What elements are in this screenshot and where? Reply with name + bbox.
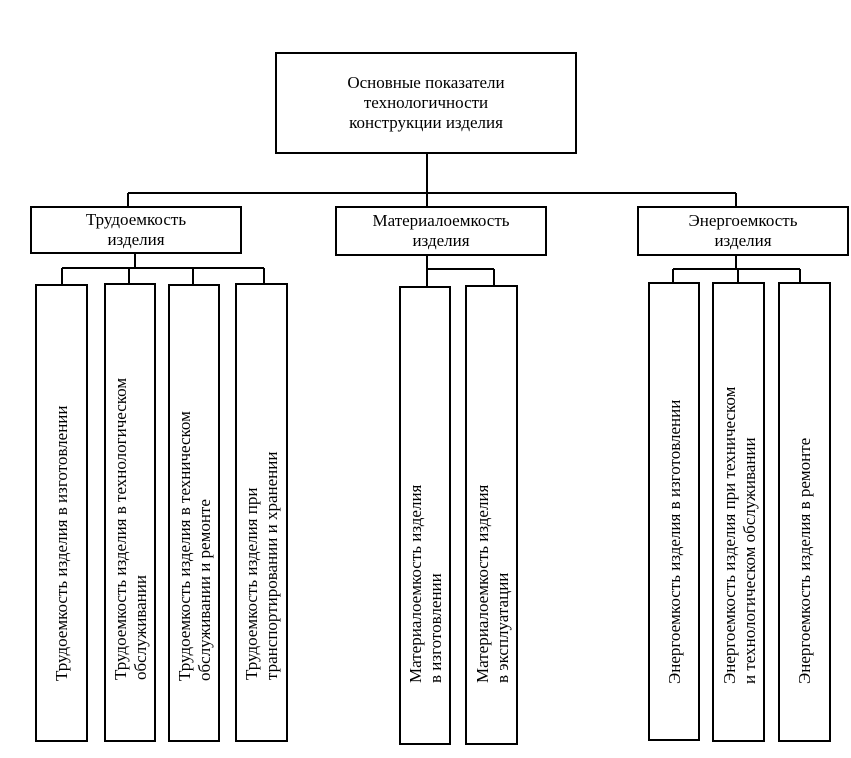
root-line: конструкции изделия: [349, 113, 503, 132]
item-line: в эксплуатации: [493, 572, 512, 683]
root-line: Основные показатели: [347, 73, 505, 92]
item-energy-repair: Энергоемкость изделия в ремонте: [778, 282, 831, 742]
item-energy-manufacturing: Энергоемкость изделия в изготовлении: [648, 282, 700, 741]
item-line: и технологическом обслуживании: [740, 437, 759, 684]
item-line: транспортировании и хранении: [262, 451, 281, 680]
item-line: обслуживании и ремонте: [195, 499, 214, 681]
root-line: технологичности: [363, 93, 489, 112]
item-line: Материалоемкость изделия: [406, 484, 425, 683]
category-line: Трудоемкость: [85, 210, 187, 229]
item-material-operation: Материалоемкость изделия в эксплуатации: [465, 285, 518, 745]
item-material-manufacturing: Материалоемкость изделия в изготовлении: [399, 286, 451, 745]
item-line: Трудоемкость изделия в технологическом: [111, 377, 130, 680]
item-labor-manufacturing: Трудоемкость изделия в изготовлении: [35, 284, 88, 742]
category-line: Энергоемкость: [688, 211, 798, 230]
category-material-intensity: Материалоемкость изделия: [335, 206, 547, 256]
item-line: Энергоемкость изделия при техническом: [720, 386, 739, 684]
item-line: Материалоемкость изделия: [473, 484, 492, 683]
item-line: Трудоемкость изделия в техническом: [175, 411, 194, 681]
item-labor-technological-service: Трудоемкость изделия в технологическом о…: [104, 283, 156, 742]
item-energy-maintenance-service: Энергоемкость изделия при техническом и …: [712, 282, 765, 742]
item-line: обслуживании: [131, 575, 150, 680]
category-line: изделия: [714, 231, 772, 250]
category-line: Материалоемкость: [372, 211, 510, 230]
root-node: Основные показатели технологичности конс…: [275, 52, 577, 154]
category-energy-intensity: Энергоемкость изделия: [637, 206, 849, 256]
item-line: Энергоемкость изделия в изготовлении: [665, 399, 684, 684]
item-line: Энергоемкость изделия в ремонте: [795, 437, 814, 684]
item-line: в изготовлении: [426, 573, 445, 683]
item-line: Трудоемкость изделия при: [242, 487, 261, 680]
category-line: изделия: [412, 231, 470, 250]
item-labor-transport-storage: Трудоемкость изделия при транспортирован…: [235, 283, 288, 742]
category-line: изделия: [107, 230, 165, 249]
category-labor-intensity: Трудоемкость изделия: [30, 206, 242, 254]
item-line: Трудоемкость изделия в изготовлении: [52, 405, 71, 682]
item-labor-maintenance-repair: Трудоемкость изделия в техническом обслу…: [168, 284, 220, 742]
